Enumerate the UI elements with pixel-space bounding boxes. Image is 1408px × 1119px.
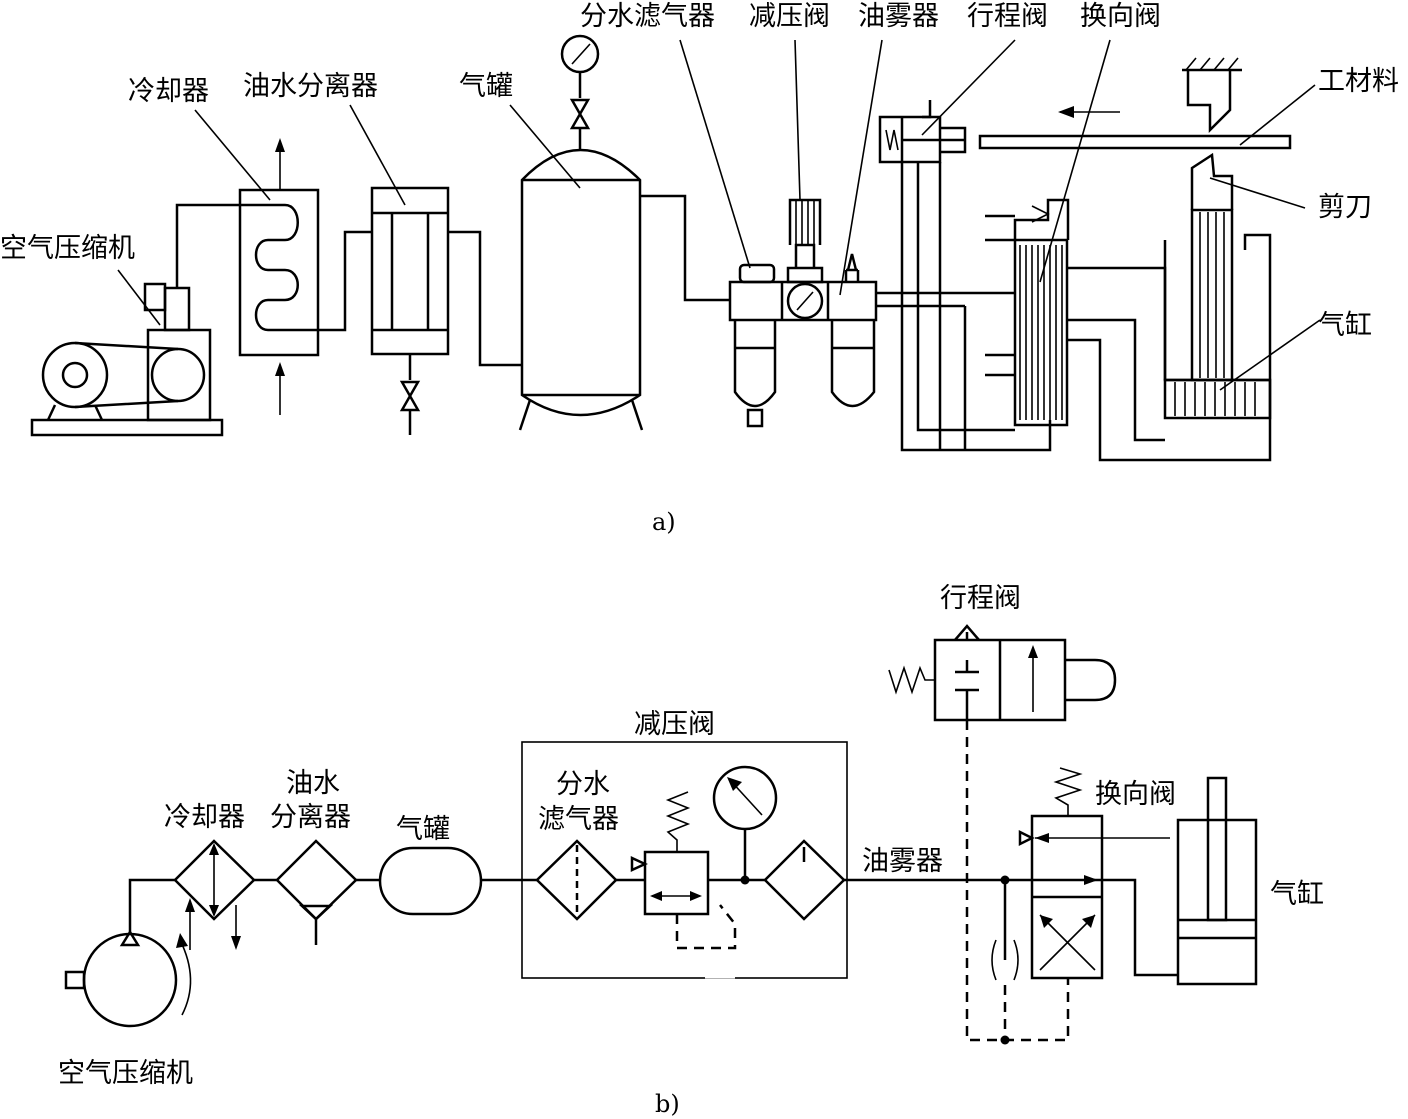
label-b-compressor: 空气压缩机 bbox=[58, 1058, 193, 1089]
label-b-separator-line2: 分离器 bbox=[270, 802, 351, 833]
label-b-filter-line1: 分水 bbox=[556, 769, 610, 800]
tank-body bbox=[520, 148, 642, 417]
cylinder-symbol bbox=[1176, 818, 1258, 986]
label-b-filter-line2: 滤气器 bbox=[538, 804, 619, 835]
motor-icon bbox=[41, 341, 109, 409]
label-b-reversing-valve: 换向阀 bbox=[1095, 779, 1176, 810]
label-a-lubricator: 油雾器 bbox=[858, 1, 939, 32]
label-a-scissors: 剪刀 bbox=[1318, 192, 1372, 223]
label-a-separator: 油水分离器 bbox=[243, 71, 378, 102]
lubricator-symbol bbox=[763, 839, 846, 921]
separator-symbol bbox=[275, 839, 358, 921]
label-a-tank: 气罐 bbox=[459, 71, 513, 102]
cooler-body bbox=[238, 188, 320, 357]
caption-a: a) bbox=[652, 508, 676, 536]
part-a-physical-layout: 空气压缩机 冷却器 油水分离器 气罐 分水滤气器 减压阀 油雾器 行程阀 换向阀… bbox=[0, 1, 1399, 536]
reversing-valve-body bbox=[1013, 238, 1069, 427]
label-a-reducer: 减压阀 bbox=[749, 1, 830, 32]
part-b-symbol-diagram: 空气压缩机 冷却器 油水 分离器 气罐 分水 滤气器 减压阀 油雾器 行程阀 换… bbox=[58, 583, 1324, 1118]
frl-body bbox=[728, 280, 878, 322]
label-b-separator-line1: 油水 bbox=[286, 768, 340, 799]
flywheel-icon bbox=[150, 347, 206, 403]
label-b-travel-valve: 行程阀 bbox=[940, 583, 1021, 614]
label-a-reversing-valve: 换向阀 bbox=[1080, 1, 1161, 32]
label-b-cooler: 冷却器 bbox=[164, 802, 245, 833]
reducer-symbol bbox=[643, 850, 710, 916]
label-b-cylinder: 气缸 bbox=[1270, 879, 1324, 910]
label-a-workpiece: 工材料 bbox=[1318, 66, 1399, 97]
label-b-reducer: 减压阀 bbox=[634, 709, 715, 740]
label-b-lubricator: 油雾器 bbox=[862, 846, 943, 877]
caption-b: b) bbox=[655, 1090, 680, 1118]
label-a-compressor: 空气压缩机 bbox=[0, 233, 135, 264]
compressor-body bbox=[146, 328, 212, 422]
label-a-travel-valve: 行程阀 bbox=[967, 1, 1048, 32]
compressor-symbol bbox=[82, 932, 178, 1028]
piston-rod bbox=[1206, 776, 1228, 922]
label-a-cooler: 冷却器 bbox=[128, 76, 209, 107]
workpiece-bar bbox=[978, 134, 1292, 150]
compressor-base bbox=[30, 418, 224, 437]
label-b-tank: 气罐 bbox=[396, 814, 450, 845]
pressure-gauge-symbol bbox=[712, 765, 778, 831]
filter-symbol bbox=[535, 839, 618, 921]
reducer-group-box bbox=[521, 741, 848, 979]
tank-symbol bbox=[378, 846, 483, 916]
label-a-filter: 分水滤气器 bbox=[580, 1, 715, 32]
label-a-cylinder: 气缸 bbox=[1318, 310, 1372, 341]
cooler-symbol bbox=[173, 839, 256, 921]
